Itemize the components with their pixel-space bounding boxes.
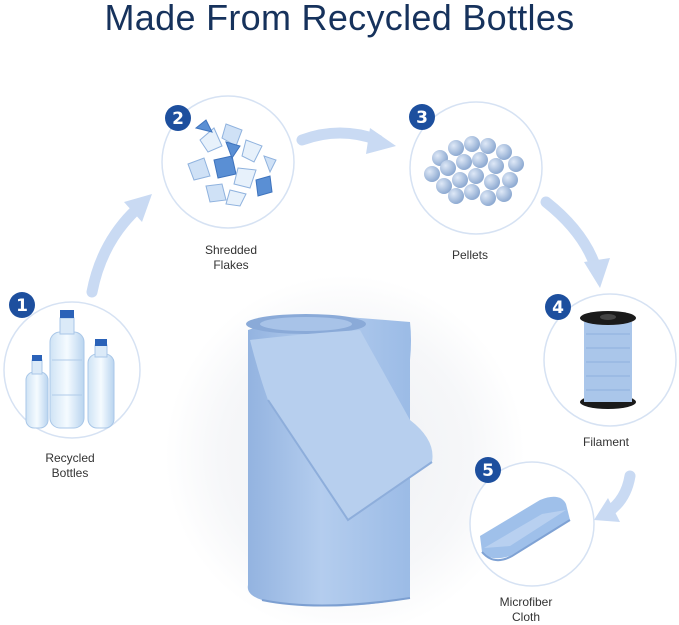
step-3-badge: 3 — [409, 104, 435, 130]
step-1-label-line1: Recycled — [45, 451, 95, 465]
step-2-label-line1: Shredded — [204, 243, 258, 257]
step-5-label-line2: Cloth — [511, 610, 540, 624]
svg-text:5: 5 — [482, 461, 494, 481]
step-4-label-line1: Filament — [582, 435, 629, 449]
filament-spool-icon — [580, 311, 636, 409]
folded-towel-icon — [480, 496, 571, 562]
step-1-label-line2: Bottles — [51, 466, 89, 480]
plastic-bottles-icon — [25, 310, 115, 429]
svg-text:4: 4 — [552, 298, 564, 318]
arrow-step3-to-step4 — [540, 196, 610, 288]
step-5-label-line1: Microfiber — [499, 595, 553, 609]
step-3-label: Pellets — [415, 248, 525, 263]
step-2-label-line2: Flakes — [213, 258, 249, 272]
arrow-step1-to-step2 — [86, 194, 152, 298]
svg-text:1: 1 — [16, 296, 28, 316]
step-5-badge: 5 — [475, 457, 501, 483]
step-2-label: Shredded Flakes — [176, 243, 286, 273]
step-4-badge: 4 — [545, 294, 571, 320]
step-1-badge: 1 — [9, 292, 35, 318]
step-4-label: Filament — [551, 435, 661, 450]
svg-text:2: 2 — [172, 109, 184, 129]
step-3-label-line1: Pellets — [451, 248, 489, 262]
page-title: Made From Recycled Bottles — [104, 0, 575, 38]
plastic-pellets-icon — [424, 136, 524, 206]
arrow-step4-to-step5 — [594, 470, 636, 522]
step-5-label: Microfiber Cloth — [471, 595, 581, 625]
arrow-step2-to-step3 — [296, 127, 396, 154]
svg-text:3: 3 — [416, 108, 428, 128]
step-1-label: Recycled Bottles — [15, 451, 125, 481]
plastic-flakes-icon — [187, 119, 277, 207]
step-2-badge: 2 — [165, 105, 191, 131]
towel-roll-icon — [246, 314, 433, 607]
